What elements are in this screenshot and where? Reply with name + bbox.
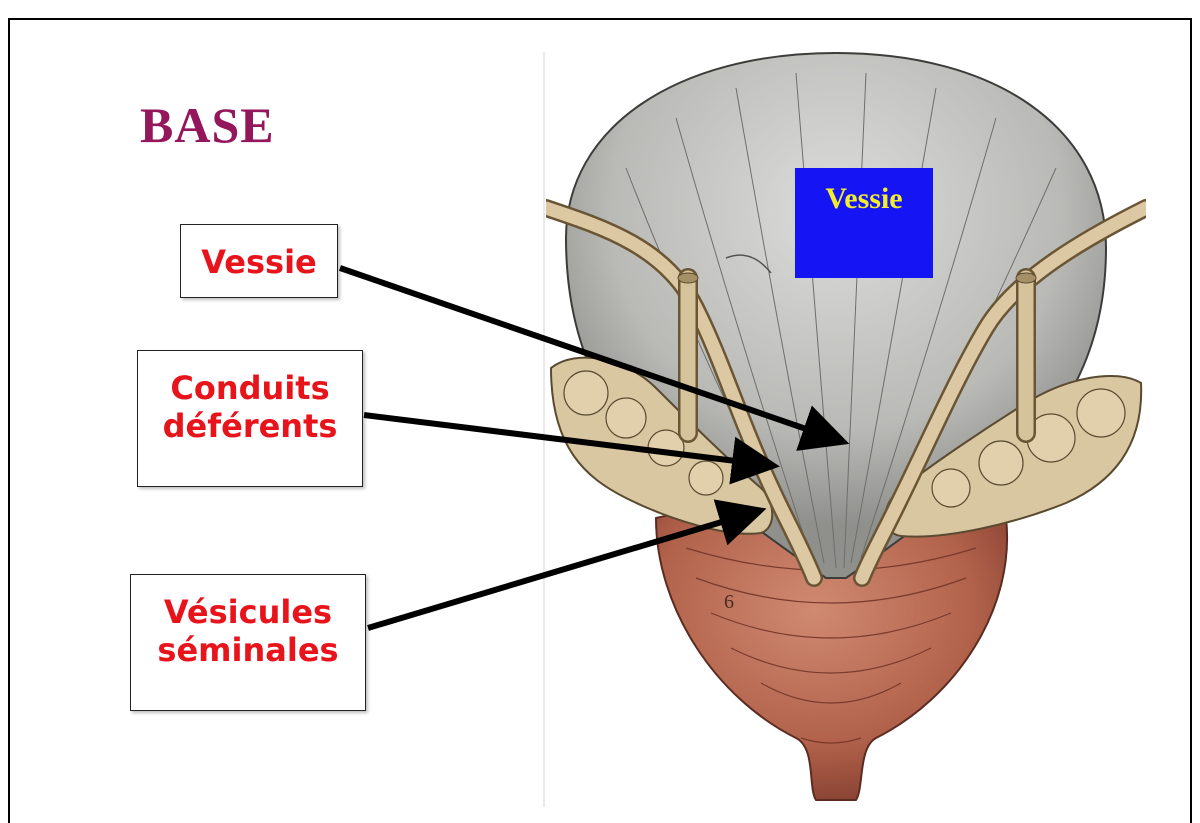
arrow-conduits xyxy=(364,415,768,465)
arrow-vessie xyxy=(340,268,838,440)
arrow-vesicules xyxy=(368,512,755,628)
